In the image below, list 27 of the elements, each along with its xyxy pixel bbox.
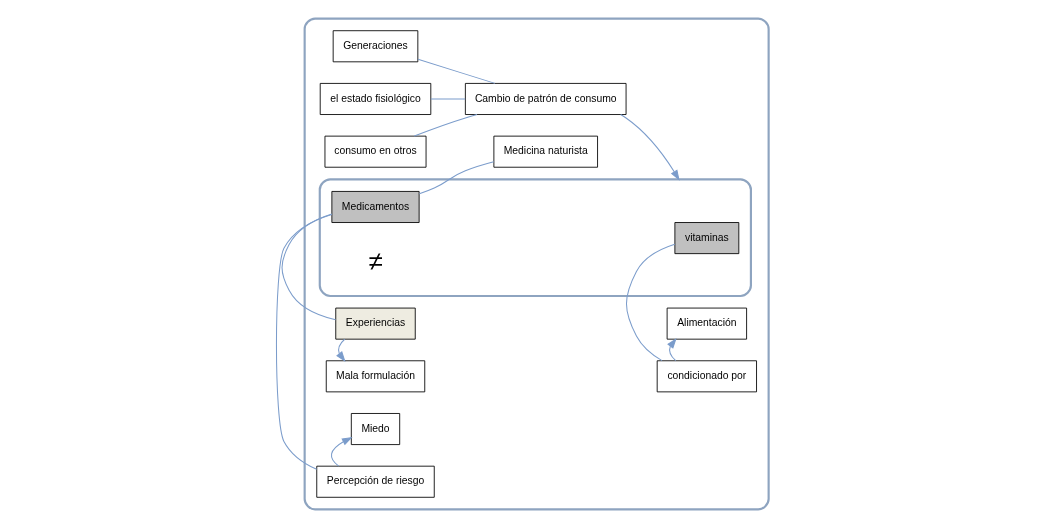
cluster [303, 17, 770, 511]
node-box: Generaciones [332, 30, 419, 63]
node-box: Medicamentos [331, 191, 420, 223]
node-box: condicionado por [656, 360, 757, 393]
connector [281, 213, 337, 321]
connector [625, 243, 676, 362]
cluster [318, 178, 752, 298]
label: ≠ [368, 247, 383, 276]
node-box: consumo en otros [324, 135, 427, 168]
node-box: Mala formulación [325, 360, 426, 393]
node-box: Percepción de riesgo [316, 465, 435, 498]
arrow [667, 338, 677, 362]
connector [418, 161, 495, 195]
node-box: el estado fisiológico [319, 83, 432, 115]
connector [413, 114, 478, 137]
arrow [330, 437, 353, 467]
node-box: Alimentación [666, 307, 748, 340]
arrow [620, 114, 680, 181]
node-box: Cambio de patrón de consumo [464, 83, 627, 115]
connector [275, 213, 333, 470]
node-box: Miedo [350, 413, 401, 445]
connector [430, 98, 466, 100]
node-box: vitaminas [674, 222, 740, 255]
node-box: Experiencias [335, 307, 416, 340]
arrow [336, 338, 346, 362]
connector [417, 58, 496, 84]
node-box: Medicina naturista [493, 135, 598, 168]
